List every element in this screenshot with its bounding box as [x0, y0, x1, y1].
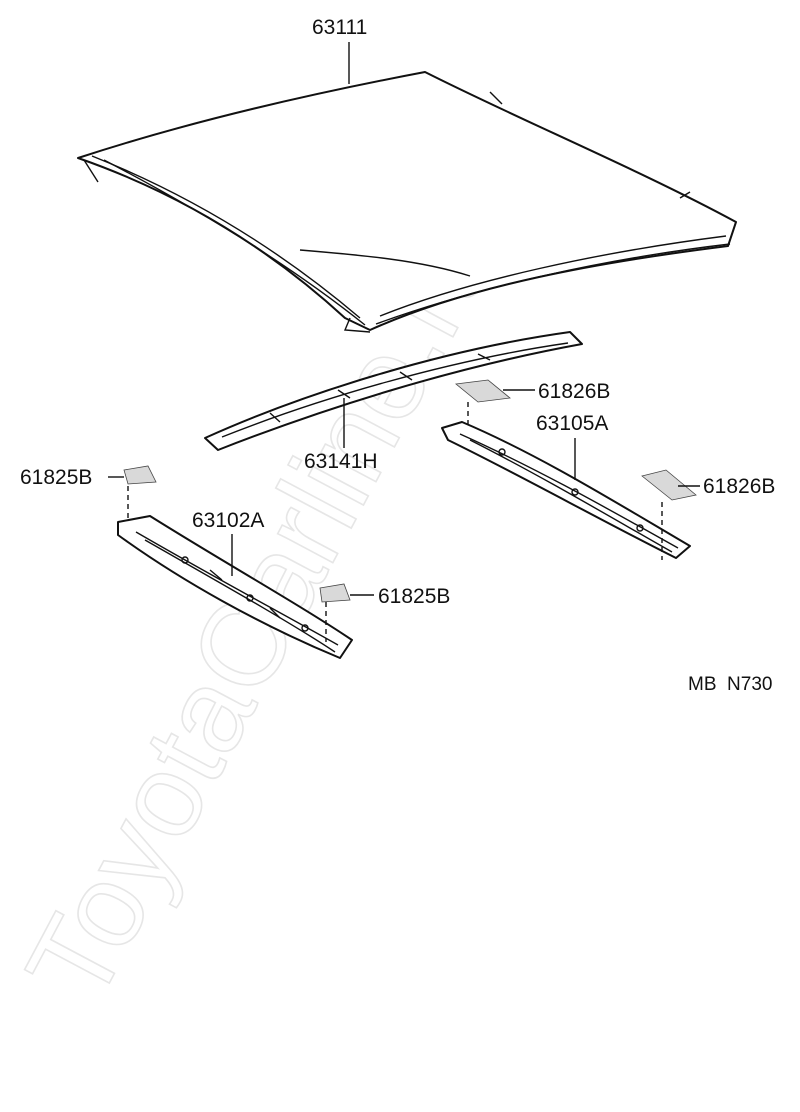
diagram-code: MB N730 [688, 674, 772, 695]
label-pad-center-left: 61826B [538, 380, 610, 403]
pad-center-left[interactable] [455, 379, 511, 403]
pad-rear-left[interactable] [123, 465, 157, 485]
pad-rear-right[interactable] [319, 583, 351, 603]
roof-reinforcement-center[interactable] [441, 421, 691, 559]
label-pad-rear-right: 61825B [378, 585, 450, 608]
roof-reinforcement-rear[interactable] [117, 515, 353, 659]
label-pad-center-right: 61826B [703, 475, 775, 498]
label-reinforcement-front: 63141H [304, 450, 378, 473]
pad-center-right[interactable] [641, 469, 697, 501]
label-reinforcement-center: 63105A [536, 412, 608, 435]
label-roof-panel: 63111 [312, 16, 367, 39]
label-reinforcement-rear: 63102A [192, 509, 264, 532]
roof-panel[interactable] [77, 71, 737, 333]
roof-reinforcement-front[interactable] [204, 331, 583, 451]
label-pad-rear-left: 61825B [20, 466, 92, 489]
